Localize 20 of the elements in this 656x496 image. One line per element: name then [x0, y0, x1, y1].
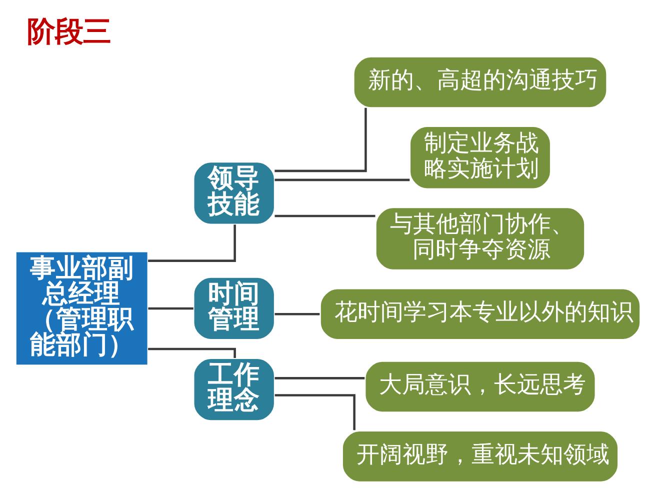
connector [148, 307, 194, 310]
node-box: 花时间学习本专业以外的知识 [319, 288, 642, 340]
connector [274, 108, 367, 172]
node-box: 大局意识，长远思考 [364, 360, 596, 414]
connector [274, 214, 376, 218]
connector [274, 178, 410, 182]
node-box: 时间管理 [192, 276, 276, 340]
connector [274, 313, 320, 316]
node-box: 事业部副总经理（管理职能部门） [14, 250, 149, 366]
node-box: 制定业务战略实施计划 [409, 126, 552, 190]
diagram-title: 阶段三 [27, 14, 112, 48]
node-box: 工作理念 [192, 358, 276, 422]
connector [274, 394, 356, 430]
connector [148, 224, 236, 262]
node-box: 与其他部门协作、同时争夺资源 [374, 206, 586, 271]
connector [274, 377, 365, 380]
node-box: 领导技能 [192, 161, 276, 226]
node-box: 开阔视野，重视未知领域 [342, 430, 619, 483]
node-box: 新的、高超的沟通技巧 [352, 56, 608, 109]
connector [148, 348, 236, 358]
